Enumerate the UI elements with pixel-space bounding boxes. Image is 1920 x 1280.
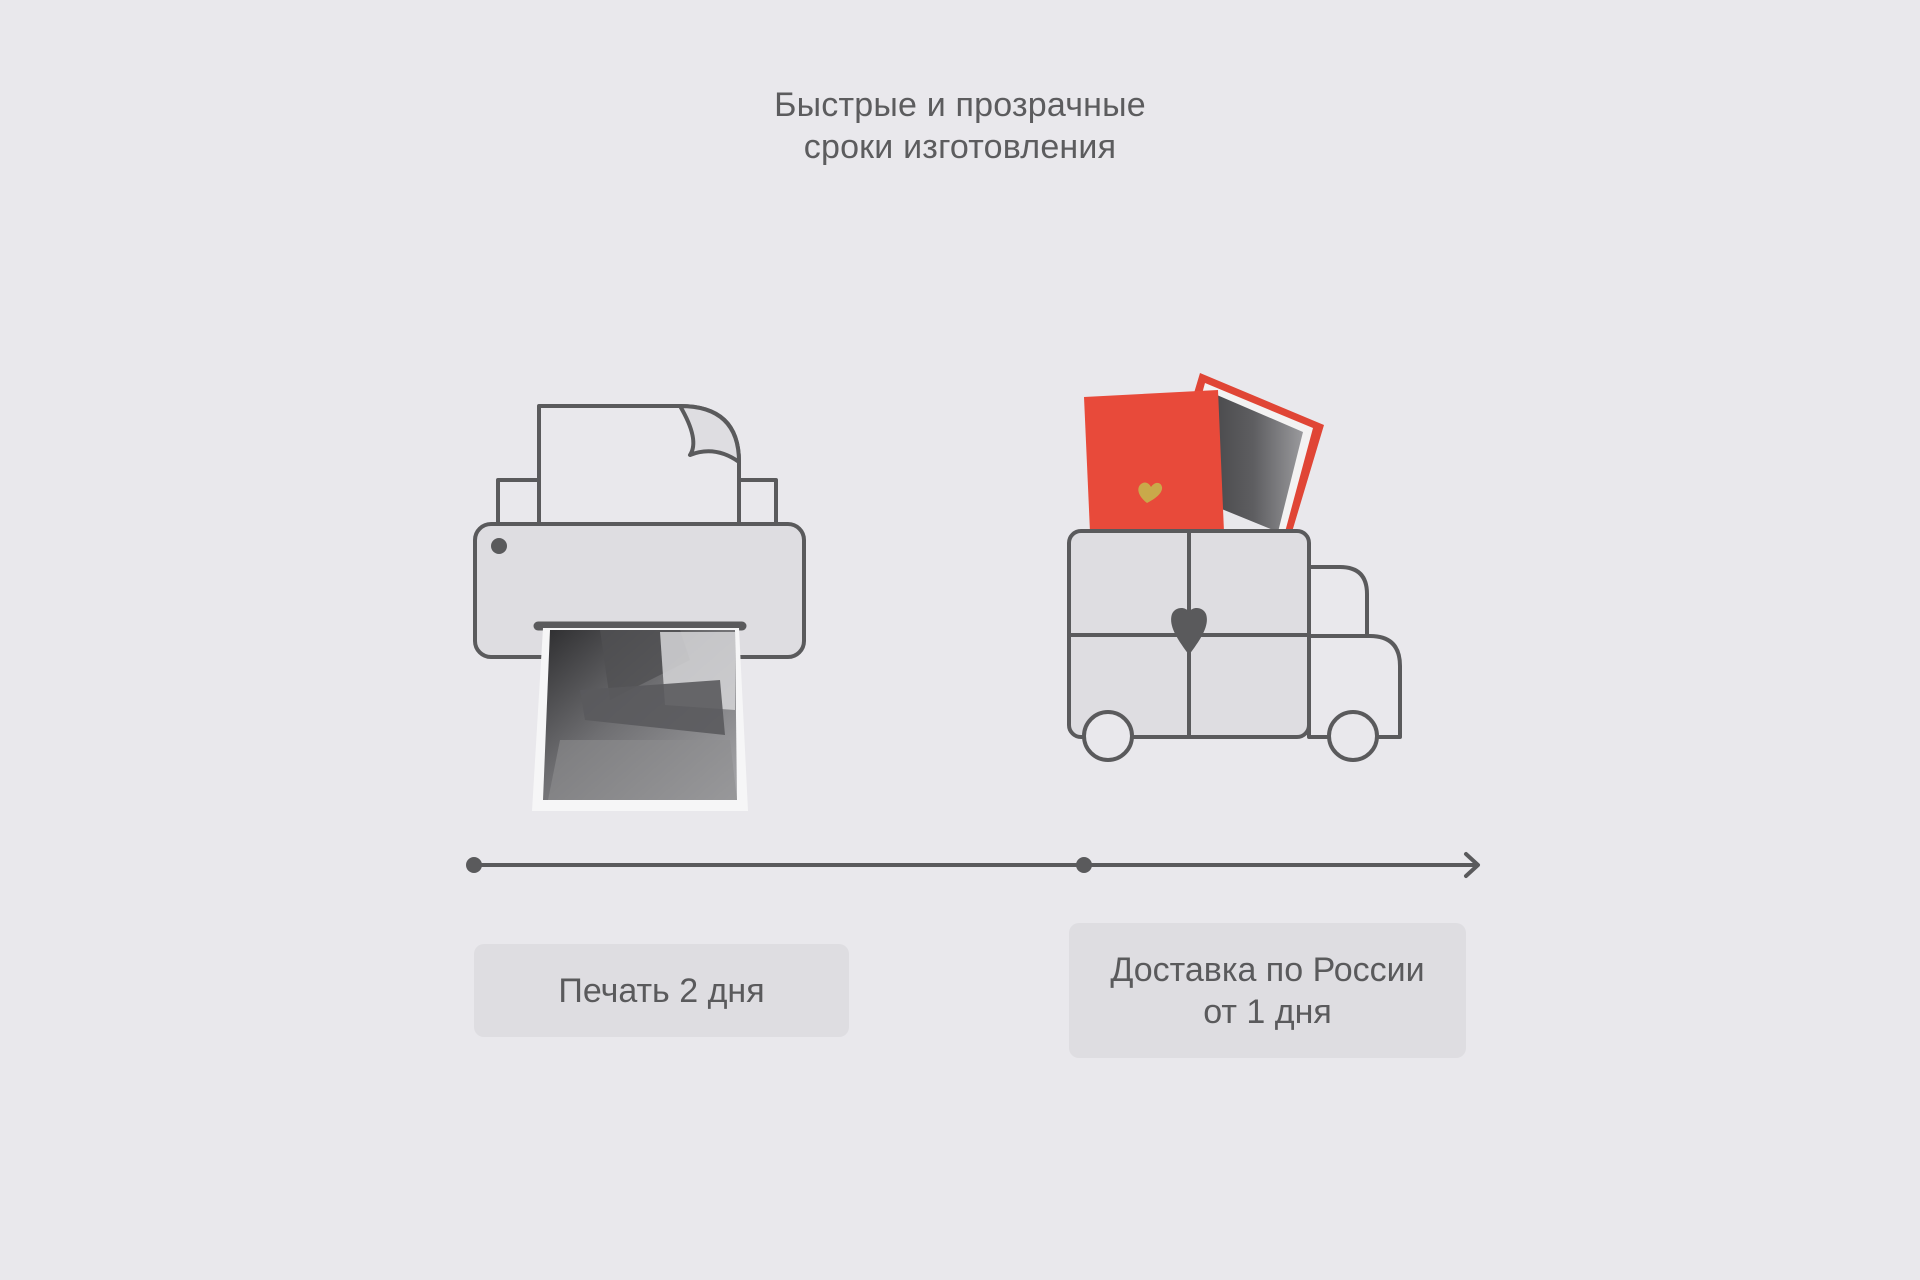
timeline-dot-start	[466, 857, 482, 873]
printer-icon	[473, 404, 806, 659]
delivery-truck-icon	[1067, 529, 1402, 762]
printed-photo	[532, 628, 748, 811]
arrow-right-icon	[1464, 852, 1480, 878]
title-line-1: Быстрые и прозрачные	[774, 86, 1146, 124]
printer-led	[491, 538, 507, 554]
photobook-image	[1084, 373, 1324, 532]
timeline	[466, 852, 1480, 878]
delivery-duration-label: Доставка по России от 1 дня	[1069, 923, 1466, 1058]
timeline-dot-delivery	[1076, 857, 1092, 873]
red-cover	[1084, 390, 1224, 532]
wheel-right	[1327, 710, 1379, 762]
gold-heart-icon	[1138, 482, 1163, 503]
delivery-duration-text-line-1: Доставка по России	[1110, 950, 1425, 989]
print-duration-text: Печать 2 дня	[558, 971, 765, 1010]
print-duration-label: Печать 2 дня	[474, 944, 849, 1037]
title-line-2: сроки изготовления	[803, 128, 1117, 166]
page-title: Быстрые и прозрачные сроки изготовления	[0, 84, 1920, 168]
delivery-duration-text-line-2: от 1 дня	[1203, 992, 1332, 1031]
wheel-left	[1082, 710, 1134, 762]
heart-icon	[1171, 608, 1207, 655]
